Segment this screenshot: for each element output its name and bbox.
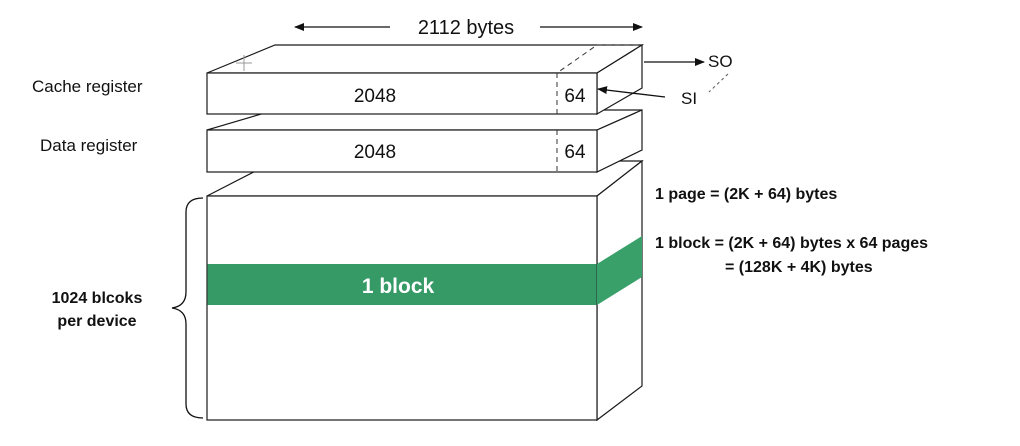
block-label: 1 block bbox=[362, 275, 435, 298]
curly-brace bbox=[171, 197, 204, 419]
size-notes: 1 page = (2K + 64) bytes 1 block = (2K +… bbox=[655, 186, 928, 276]
block-band bbox=[207, 264, 597, 305]
width-dimension: 2112 bytes bbox=[294, 17, 643, 39]
block-count-brace: 1024 blcoks per device bbox=[52, 197, 204, 419]
data-register-label: Data register bbox=[40, 136, 138, 155]
cache-register: 2048 64 Cache register bbox=[32, 43, 645, 116]
block-count-line2: per device bbox=[57, 313, 136, 330]
serial-in-label: SI bbox=[681, 89, 697, 108]
cache-register-divider bbox=[556, 44, 642, 114]
array-front-face bbox=[206, 195, 598, 421]
serial-in-arrow bbox=[597, 86, 666, 98]
serial-link-dashed bbox=[708, 73, 729, 93]
block-band-side bbox=[597, 236, 642, 305]
page-size-note: 1 page = (2K + 64) bytes bbox=[655, 186, 837, 203]
serial-out-label: SO bbox=[708, 52, 733, 71]
data-register-main-size: 2048 bbox=[354, 142, 396, 163]
data-register-front-face bbox=[206, 129, 598, 173]
cache-register-label: Cache register bbox=[32, 77, 143, 96]
cache-register-main-size: 2048 bbox=[354, 86, 396, 107]
data-register: 2048 64 Data register bbox=[40, 109, 643, 173]
data-register-spare-size: 64 bbox=[564, 142, 586, 163]
block-array: 1 block bbox=[206, 159, 644, 422]
cache-register-spare-size: 64 bbox=[564, 86, 586, 107]
dimension-label: 2112 bytes bbox=[418, 17, 514, 39]
block-size-note-line2: = (128K + 4K) bytes bbox=[725, 259, 873, 276]
block-count-line1: 1024 blcoks bbox=[52, 290, 143, 307]
serial-signals: SO SI bbox=[597, 52, 733, 108]
cache-register-front-face bbox=[206, 72, 598, 115]
block-size-note-line1: 1 block = (2K + 64) bytes x 64 pages bbox=[655, 235, 928, 252]
